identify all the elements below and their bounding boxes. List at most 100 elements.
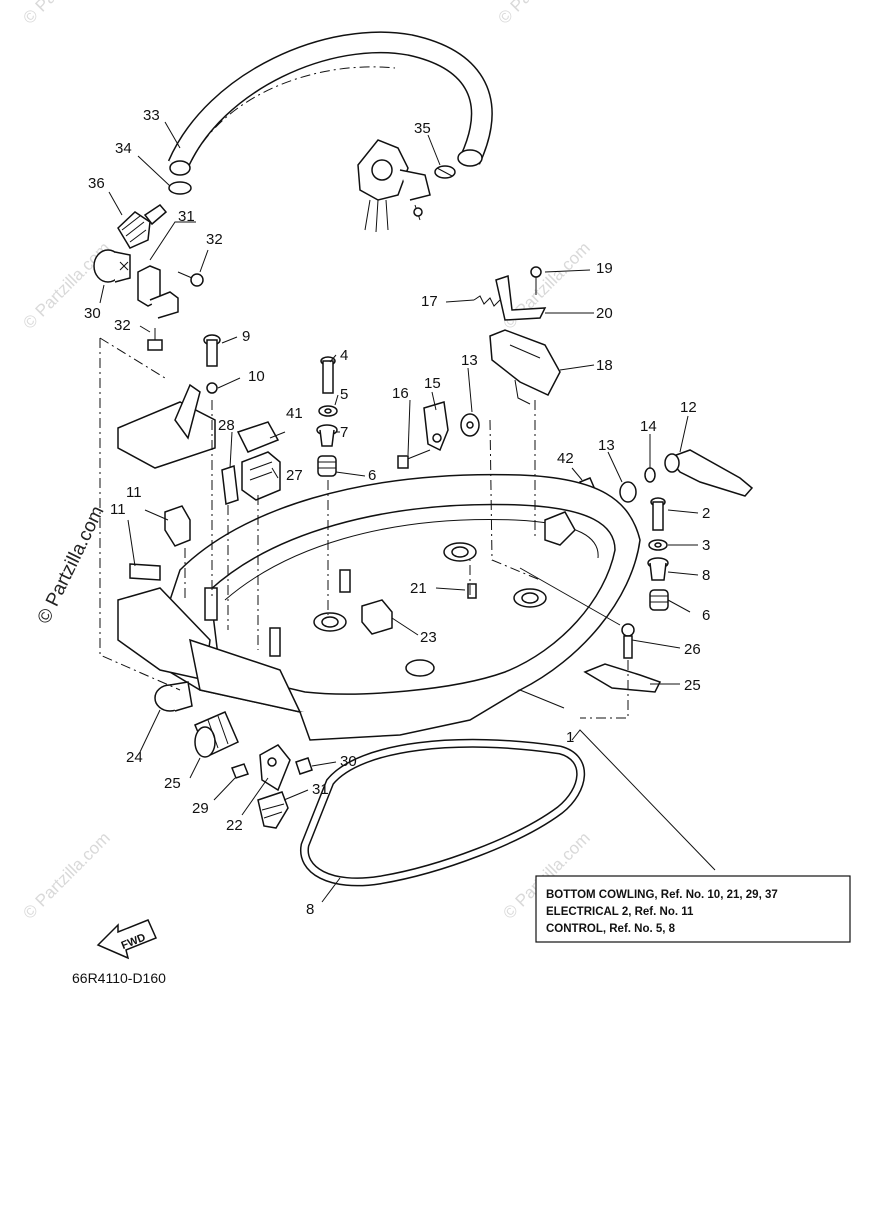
callout-7-left: 7	[340, 424, 348, 441]
watermark-group: © Partzilla.com © Partzilla.com © Partzi…	[19, 0, 593, 923]
callout-29: 26	[684, 641, 701, 658]
cap-26	[154, 681, 193, 712]
callout-17: 15	[424, 375, 441, 392]
callout-6-left: 6	[368, 467, 376, 484]
pad-32-right	[295, 757, 313, 775]
callout-13: 12	[680, 399, 697, 416]
pad-12	[129, 563, 161, 581]
watermark: © Partzilla.com	[19, 0, 113, 28]
callout-42: 41	[286, 405, 303, 422]
leader-lines	[99, 121, 716, 903]
callout-36: 32	[206, 231, 223, 248]
bolt-29	[621, 623, 635, 659]
callout-4: 4	[340, 347, 348, 364]
hose-38	[167, 31, 493, 176]
carburetor-sketch	[357, 139, 431, 233]
diagram-code: 66R4110-D160	[72, 970, 166, 986]
callout-3: 3	[702, 537, 710, 554]
callout-6-right: 6	[702, 607, 710, 624]
gasket-8	[300, 738, 586, 887]
callout-28: 25	[684, 677, 701, 694]
callout-8: 8	[306, 901, 314, 918]
bolt-37	[147, 328, 163, 351]
reference-box: BOTTOM COWLING, Ref. No. 10, 21, 29, 37 …	[535, 875, 851, 943]
callout-27: 25	[164, 775, 181, 792]
washer-5	[318, 405, 338, 417]
bracket-31	[221, 464, 239, 506]
bolt-2	[650, 497, 666, 531]
callout-33: 31	[312, 781, 329, 798]
bottom-cowling-1	[117, 473, 641, 741]
bolt-4	[320, 356, 336, 394]
callout-7-right: 8	[702, 567, 710, 584]
label-42	[236, 421, 280, 453]
collar-7-right	[647, 557, 669, 581]
callout-34: 30	[84, 305, 101, 322]
washer-3	[648, 539, 668, 551]
callout-9: 10	[248, 368, 265, 385]
callout-35: 31	[178, 208, 195, 225]
bracket-17	[423, 401, 449, 452]
callout-21: 19	[596, 260, 613, 277]
spring-19	[473, 295, 501, 307]
bracket-30	[241, 451, 281, 501]
callout-40: 36	[88, 175, 105, 192]
watermark-main: © Partzilla.com	[34, 503, 109, 627]
callout-18: 16	[392, 385, 409, 402]
watermark: © Partzilla.com	[494, 0, 588, 28]
grommet-34	[93, 249, 131, 283]
screw-36	[177, 271, 204, 287]
callout-30: 27	[286, 467, 303, 484]
callout-19: 17	[421, 293, 438, 310]
holder-20	[489, 329, 561, 405]
callout-32-left: 29	[192, 800, 209, 817]
bolt-18	[397, 449, 431, 469]
clip-11	[164, 505, 191, 547]
callout-25: 23	[420, 629, 437, 646]
assembly-lines	[99, 337, 629, 719]
callout-22: 20	[596, 305, 613, 322]
callout-2: 2	[702, 505, 710, 522]
plug-25	[361, 599, 393, 635]
washer-16	[644, 467, 656, 483]
bolt-23	[467, 583, 477, 599]
callout-5: 5	[340, 386, 348, 403]
watermark: © Partzilla.com	[19, 828, 113, 922]
grommet-6-right	[649, 589, 669, 611]
callout-24: 22	[226, 817, 243, 834]
callout-16: 14	[640, 418, 657, 435]
bolt-10	[203, 334, 221, 367]
collar-7-left	[316, 424, 338, 447]
fitting-40	[117, 204, 168, 249]
callout-38: 33	[143, 107, 160, 124]
callout-12: 11	[110, 501, 126, 518]
callout-15: 13	[598, 437, 615, 454]
grommet-14	[460, 413, 480, 437]
reference-line-3: CONTROL, Ref. No. 5, 8	[546, 923, 676, 935]
callout-1: 1	[566, 729, 574, 746]
reference-line-2: ELECTRICAL 2, Ref. No. 11	[546, 906, 694, 918]
callout-32-right: 30	[340, 753, 357, 770]
callout-37: 32	[114, 317, 131, 334]
reference-line-1: BOTTOM COWLING, Ref. No. 10, 21, 29, 37	[546, 889, 778, 901]
bracket-35	[137, 265, 179, 319]
callout-labels: 33 34 35 36 31 32 30 32 9 10 4 5 7 6 41 …	[84, 107, 710, 918]
callout-31: 28	[218, 417, 235, 434]
plug-33	[257, 791, 289, 829]
pad-32-left	[231, 763, 249, 779]
grommet-6-left	[317, 455, 337, 477]
callout-39-left: 34	[115, 140, 132, 157]
callout-14: 13	[461, 352, 478, 369]
grommet-15	[619, 481, 637, 503]
fwd-arrow-icon: FWD	[96, 919, 158, 960]
callout-10: 9	[242, 328, 250, 345]
callout-20: 18	[596, 357, 613, 374]
clamp-39-right	[434, 165, 456, 179]
screw-21	[530, 266, 542, 295]
lever-13	[664, 449, 754, 497]
grommet-27	[194, 711, 239, 758]
clamp-39-left	[168, 181, 192, 195]
callout-26: 24	[126, 749, 143, 766]
callout-23: 21	[410, 580, 427, 597]
